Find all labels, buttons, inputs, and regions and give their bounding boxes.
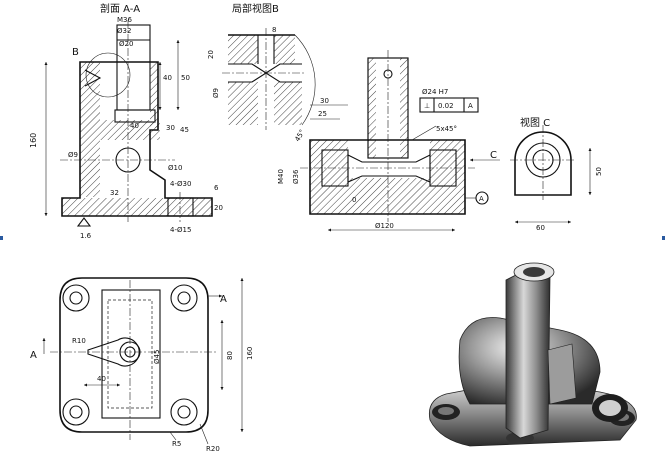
detail-dim-20: 20 [207,50,215,59]
detail-view-title: 局部视图B [232,2,279,15]
front-dim-d36: Ø36 [292,169,300,184]
dim-d20: Ø20 [119,40,133,48]
top-dim-r10: R10 [72,337,86,345]
front-chamfer: 5x45° [436,125,457,133]
section-arrow-a-top: A [220,294,227,305]
bore-slot [116,24,151,111]
view-c-dim-50: 50 [595,167,603,176]
tolerance-datum: A [468,102,473,110]
view-c: 视图 C 50 60 [510,116,603,232]
top-dim-r20: R20 [206,445,220,453]
front-dim-m40: M40 [277,169,285,184]
dim-w32: 32 [110,189,119,197]
front-view: Ø120 30 25 45° M40 Ø36 Ø24 H7 ⊥ 0.02 A 5… [277,50,500,232]
top-view-flange [59,277,209,433]
geometric-tolerance-frame: ⊥ 0.02 A [419,97,479,113]
detail-view-b: 局部视图B 20 8 Ø9 [207,2,316,130]
dim-h30: 30 [166,124,175,132]
roughness-1-6: 1.6 [80,232,92,240]
front-dim-d120: Ø120 [375,222,394,230]
top-dim-40: 40 [97,375,106,383]
edge-marker-left [0,236,3,240]
detail-dim-d9: Ø9 [212,88,220,98]
section-arrow-a-left: A [30,350,37,361]
dim-d15: 4-Ø15 [170,226,191,234]
dim-h6: 6 [214,184,219,192]
section-outline [61,61,213,217]
detail-dim-8: 8 [272,26,276,34]
view-arrow-c: C [490,150,497,161]
section-view-title: 剖面 A-A [100,2,140,15]
front-dim-45deg: 45° [293,128,306,143]
section-view-a-a: 剖面 A-A B 160 M36 Ø32 Ø20 40 50 40 30 45 … [29,2,223,240]
top-dim-160: 160 [246,347,254,360]
dim-m36: M36 [117,16,132,24]
edge-marker-right [662,236,665,240]
dim-h20: 20 [214,204,223,212]
front-dim-30: 30 [320,97,329,105]
front-dim-d24-h7: Ø24 H7 [422,88,448,96]
view-c-outline [514,131,572,196]
view-c-title: 视图 C [520,116,550,129]
top-view: A A R10 Ø45 40 80 160 R5 R20 [30,277,254,453]
dim-h45: 45 [180,126,189,134]
top-dim-d45: Ø45 [153,350,161,364]
perpendicularity-symbol: ⊥ [424,102,430,110]
front-dim-0: 0 [352,196,356,204]
dim-h50: 50 [181,74,190,82]
dim-h40: 40 [163,74,172,82]
dim-d9: Ø9 [68,151,78,159]
dim-d32: Ø32 [117,27,131,35]
front-dim-25: 25 [318,110,327,118]
top-dim-r5: R5 [172,440,181,448]
dim-d10: Ø10 [168,164,182,172]
isometric-3d-render [428,262,637,447]
front-body-outline [309,139,466,215]
top-dim-80: 80 [226,351,234,360]
view-c-dim-60: 60 [536,224,545,232]
render-post [505,267,551,439]
dim-w40: 40 [130,122,139,130]
top-view-arm [87,337,140,367]
detail-label-b: B [72,47,79,58]
dim-h160: 160 [29,133,38,148]
dim-cb30: 4-Ø30 [170,180,191,188]
datum-a-marker: A [479,195,484,203]
tolerance-value: 0.02 [438,102,454,110]
